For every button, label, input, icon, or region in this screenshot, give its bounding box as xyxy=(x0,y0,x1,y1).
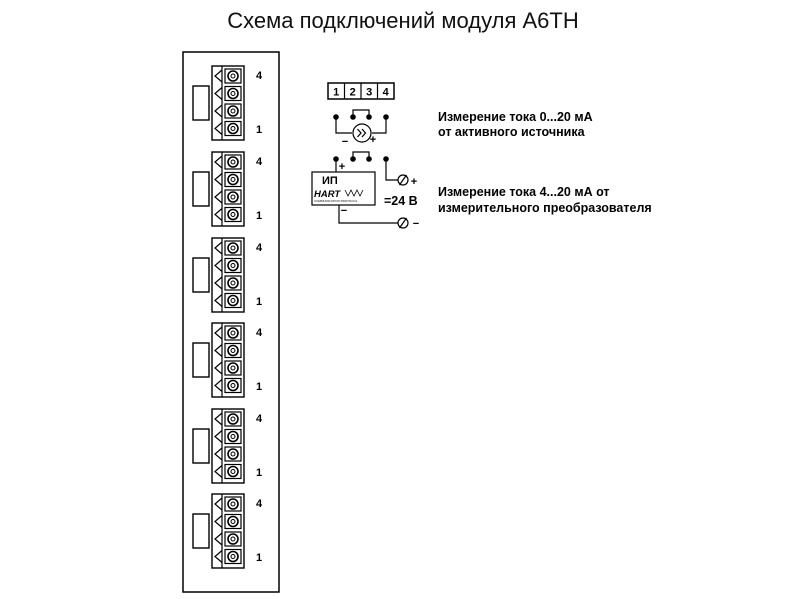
terminal-label-1: 1 xyxy=(256,296,262,308)
screw-icon xyxy=(227,156,239,168)
terminal-label-4: 4 xyxy=(256,498,263,510)
screw-icon xyxy=(227,465,239,478)
terminal-label-1: 1 xyxy=(256,552,262,564)
source-minus-sign: − xyxy=(342,136,348,148)
scheme-active-source xyxy=(333,109,389,143)
connection-1-line-2: от активного источника xyxy=(438,125,586,139)
terminal-label-1: 1 xyxy=(256,467,262,479)
terminal-block-2: 41 xyxy=(192,151,263,227)
transducer-minus-sign: − xyxy=(341,205,347,217)
screw-icon xyxy=(227,327,239,339)
power-plus-sign: + xyxy=(411,176,417,188)
terminal-block-1: 41 xyxy=(192,65,263,141)
transducer-plus-sign: + xyxy=(339,161,345,173)
terminal-label-4: 4 xyxy=(256,70,263,82)
screw-icon xyxy=(227,362,239,374)
terminal-label-4: 4 xyxy=(256,413,263,425)
screw-icon xyxy=(227,550,239,563)
terminal-block-3: 41 xyxy=(192,237,263,313)
transducer-label: ИП xyxy=(322,175,338,187)
screw-icon xyxy=(227,122,239,135)
hart-subtitle: COMMUNICATION PROTOCOL xyxy=(314,199,358,203)
screw-icon xyxy=(227,259,239,272)
terminal-label-1: 1 xyxy=(256,124,262,136)
terminal-label-4: 4 xyxy=(256,242,263,254)
source-plus-sign: + xyxy=(370,134,376,146)
hart-wave-icon xyxy=(344,189,364,197)
module-slot xyxy=(192,428,210,464)
module-slot xyxy=(192,85,210,121)
screw-icon xyxy=(227,173,239,186)
terminal-number-2: 2 xyxy=(350,87,356,99)
power-minus-terminal-icon xyxy=(397,217,409,229)
hart-logo: HART xyxy=(314,189,341,200)
terminal-label-1: 1 xyxy=(256,381,262,393)
screw-icon xyxy=(227,105,239,117)
screw-icon xyxy=(227,242,239,254)
connection-1-line-1: Измерение тока 0...20 мА xyxy=(438,110,593,124)
terminal-number-header: 1 2 3 4 xyxy=(327,82,395,100)
terminal-block-6: 41 xyxy=(192,493,263,569)
current-source-icon xyxy=(352,123,372,143)
screw-icon xyxy=(227,448,239,460)
screw-icon xyxy=(227,294,239,307)
terminal-block-4: 41 xyxy=(192,322,263,398)
terminal-label-4: 4 xyxy=(256,156,263,168)
terminal-block-5: 41 xyxy=(192,408,263,484)
terminal-number-4: 4 xyxy=(383,87,390,99)
connection-2-line-1: Измерение тока 4...20 мА от xyxy=(438,185,610,199)
terminal-number-3: 3 xyxy=(366,87,372,99)
screw-icon xyxy=(227,191,239,203)
power-plus-terminal-icon xyxy=(397,174,409,186)
screw-icon xyxy=(227,379,239,392)
screw-icon xyxy=(227,208,239,221)
screw-icon xyxy=(227,344,239,357)
screw-icon xyxy=(227,277,239,289)
module-slot xyxy=(192,513,210,549)
page-title: Схема подключений модуля А6ТН xyxy=(227,8,579,33)
terminal-label-1: 1 xyxy=(256,210,262,222)
terminal-number-1: 1 xyxy=(333,87,339,99)
terminal-label-4: 4 xyxy=(256,327,263,339)
screw-icon xyxy=(227,515,239,528)
connection-2-line-2: измерительного преобразователя xyxy=(438,201,652,215)
screw-icon xyxy=(227,413,239,425)
screw-icon xyxy=(227,533,239,545)
module-slot xyxy=(192,171,210,207)
supply-voltage: =24 В xyxy=(384,194,418,208)
module-slot xyxy=(192,342,210,378)
power-minus-sign: − xyxy=(413,218,419,230)
screw-icon xyxy=(227,430,239,443)
screw-icon xyxy=(227,87,239,100)
transducer-box xyxy=(311,171,376,206)
module-slot xyxy=(192,257,210,293)
scheme-transducer xyxy=(311,151,409,229)
screw-icon xyxy=(227,498,239,510)
screw-icon xyxy=(227,70,239,82)
